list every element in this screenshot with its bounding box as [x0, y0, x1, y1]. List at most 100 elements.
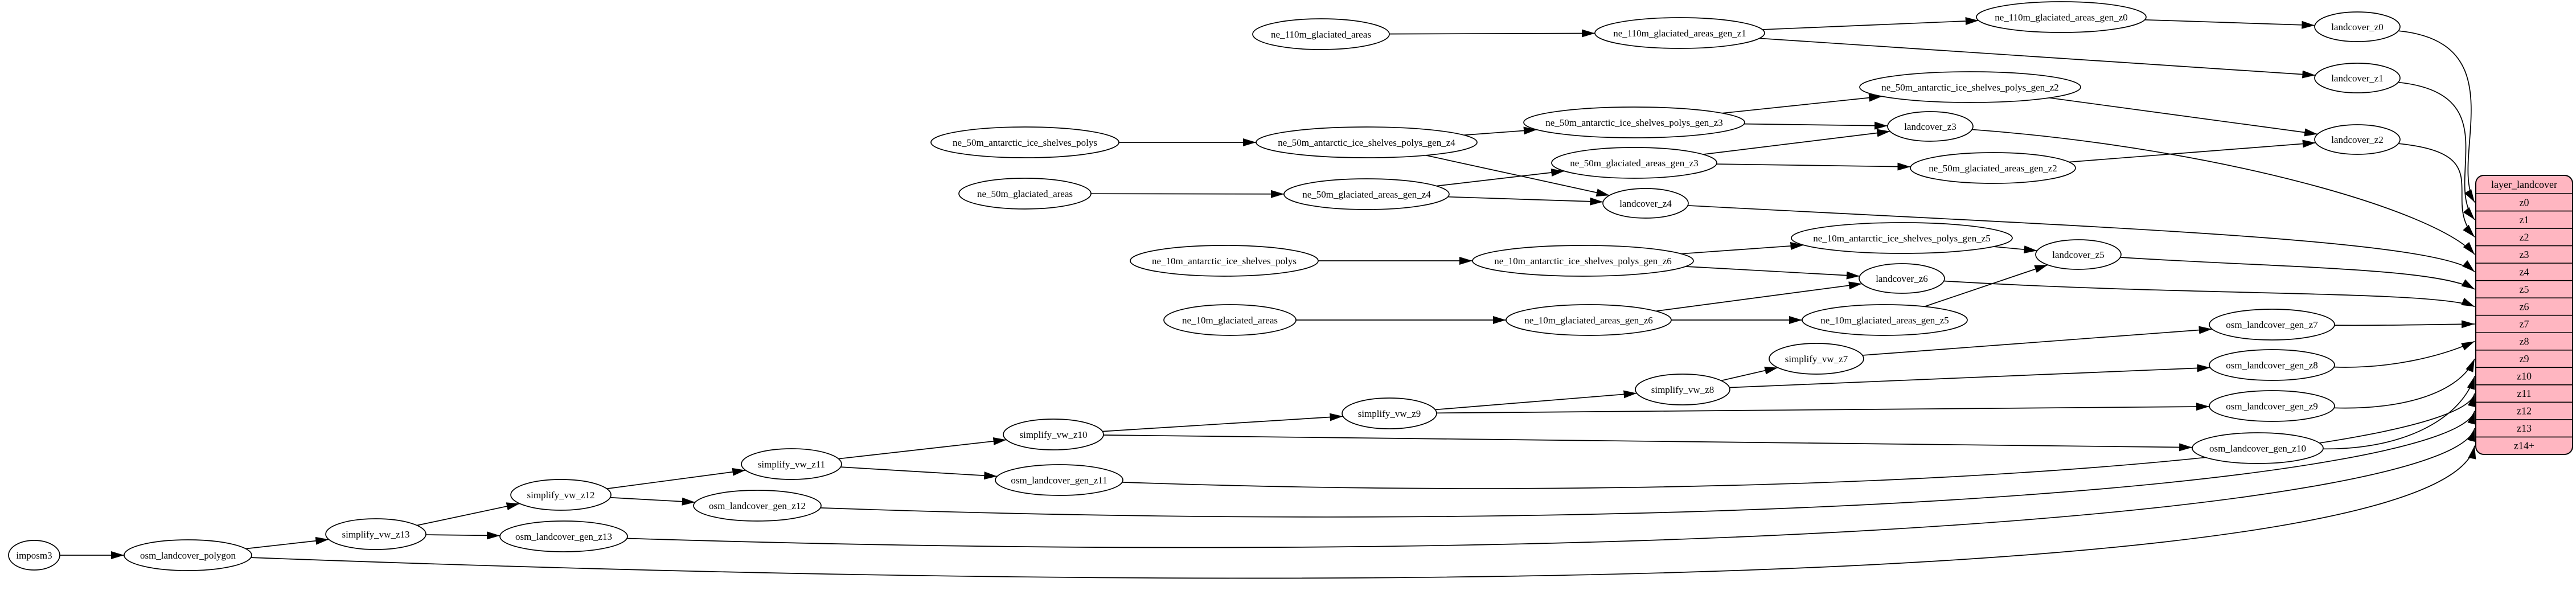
node-simplify_vw_z8: simplify_vw_z8: [1635, 374, 1730, 405]
node-ellipse: [1887, 111, 1974, 142]
node-ellipse: [1163, 304, 1297, 336]
node-ellipse: [995, 464, 1123, 496]
node-label: simplify_vw_z11: [758, 459, 825, 470]
edge-simplify_vw_z13-to-simplify_vw_z12: [417, 502, 520, 526]
node-label: ne_110m_glaciated_areas: [1271, 29, 1371, 40]
node-ellipse: [930, 126, 1119, 158]
node-ne_50m_glaciated_areas_gen_z2: ne_50m_glaciated_areas_gen_z2: [1910, 152, 2076, 184]
table-row-z6: z6: [2520, 301, 2529, 312]
node-ellipse: [1802, 304, 1968, 336]
node-landcover_z1: landcover_z1: [2314, 63, 2401, 93]
node-ne_10m_antarctic_ice_shelves_polys: ne_10m_antarctic_ice_shelves_polys: [1130, 245, 1319, 277]
node-landcover_z4: landcover_z4: [1602, 188, 1689, 219]
edge-ne_10m_glaciated_areas_gen_z6-to-landcover_z6: [1655, 281, 1863, 312]
node-label: ne_10m_antarctic_ice_shelves_polys: [1152, 256, 1297, 266]
edge-landcover_z4-to-z4: [1688, 205, 2475, 273]
node-label: osm_landcover_gen_z11: [1011, 475, 1107, 486]
node-label: ne_110m_glaciated_areas_gen_z0: [1995, 12, 2128, 23]
node-label: ne_50m_glaciated_areas_gen_z3: [1570, 158, 1699, 169]
node-label: ne_10m_glaciated_areas: [1182, 315, 1278, 326]
node-osm_landcover_gen_z12: osm_landcover_gen_z12: [693, 490, 822, 522]
node-ne_10m_glaciated_areas: ne_10m_glaciated_areas: [1163, 304, 1297, 336]
node-simplify_vw_z9: simplify_vw_z9: [1342, 397, 1437, 429]
node-ne_10m_antarctic_ice_shelves_polys_gen_z5: ne_10m_antarctic_ice_shelves_polys_gen_z…: [1791, 222, 2013, 254]
node-osm_landcover_gen_z13: osm_landcover_gen_z13: [499, 520, 628, 552]
table-row-z10: z10: [2517, 371, 2532, 382]
edge-ne_50m_glaciated_areas_gen_z4-to-ne_50m_glaciated_areas_gen_z3: [1436, 169, 1565, 187]
edge-ne_10m_glaciated_areas_gen_z5-to-landcover_z5: [1924, 264, 2048, 307]
edge-simplify_vw_z11-to-osm_landcover_gen_z11: [840, 466, 998, 480]
node-ne_10m_glaciated_areas_gen_z6: ne_10m_glaciated_areas_gen_z6: [1506, 304, 1672, 336]
node-ellipse: [1506, 304, 1672, 336]
node-simplify_vw_z12: simplify_vw_z12: [510, 479, 612, 511]
node-label: landcover_z4: [1619, 198, 1672, 209]
node-label: landcover_z5: [2052, 249, 2105, 260]
node-label: ne_10m_glaciated_areas_gen_z5: [1820, 315, 1949, 326]
edge-simplify_vw_z13-to-osm_landcover_gen_z13: [425, 531, 501, 540]
edge-ne_50m_glaciated_areas_gen_z4-to-landcover_z4: [1447, 196, 1603, 206]
node-ellipse: [1791, 222, 2013, 254]
edge-landcover_z0-to-z0: [2398, 30, 2475, 203]
node-label: ne_50m_antarctic_ice_shelves_polys_gen_z…: [1278, 137, 1455, 148]
edge-ne_110m_glaciated_areas-to-ne_110m_glaciated_areas_gen_z1: [1389, 29, 1595, 38]
node-ellipse: [1635, 374, 1730, 405]
edge-simplify_vw_z11-to-simplify_vw_z10: [838, 437, 1007, 460]
node-label: osm_landcover_gen_z9: [2226, 401, 2317, 412]
edge-osm_landcover_gen_z13-to-z13: [627, 428, 2475, 548]
edge-ne_50m_antarctic_ice_shelves_polys_gen_z2-to-landcover_z2: [2049, 97, 2318, 137]
node-label: osm_landcover_gen_z8: [2226, 360, 2317, 371]
node-label: osm_landcover_gen_z12: [709, 501, 806, 511]
node-osm_landcover_polygon: osm_landcover_polygon: [124, 539, 252, 571]
table-row-z14+: z14+: [2514, 440, 2534, 452]
node-label: imposm3: [16, 550, 52, 561]
node-label: ne_50m_antarctic_ice_shelves_polys: [953, 137, 1097, 148]
node-landcover_z0: landcover_z0: [2314, 11, 2401, 42]
edge-landcover_z5-to-z5: [2120, 256, 2475, 290]
edge-landcover_z1-to-z1: [2398, 81, 2475, 220]
node-simplify_vw_z11: simplify_vw_z11: [741, 448, 842, 480]
edge-ne_10m_antarctic_ice_shelves_polys_gen_z6-to-ne_10m_antarctic_ice_shelves_polys_gen_z5: [1681, 241, 1804, 255]
edge-osm_landcover_gen_z9-to-z9: [2334, 358, 2475, 409]
node-landcover_z3: landcover_z3: [1887, 111, 1974, 142]
node-ellipse: [1252, 18, 1390, 50]
node-ne_110m_glaciated_areas_gen_z1: ne_110m_glaciated_areas_gen_z1: [1594, 17, 1765, 49]
node-ellipse: [2209, 390, 2335, 422]
node-ellipse: [1003, 419, 1104, 450]
node-osm_landcover_gen_z8: osm_landcover_gen_z8: [2209, 349, 2335, 381]
edge-simplify_vw_z10-to-simplify_vw_z9: [1102, 413, 1343, 432]
node-ellipse: [2314, 63, 2401, 93]
edge-ne_50m_glaciated_areas_gen_z2-to-landcover_z2: [2069, 140, 2316, 163]
node-ne_50m_antarctic_ice_shelves_polys: ne_50m_antarctic_ice_shelves_polys: [930, 126, 1119, 158]
node-ellipse: [1976, 1, 2147, 33]
table-row-z5: z5: [2520, 284, 2529, 295]
node-ne_10m_glaciated_areas_gen_z5: ne_10m_glaciated_areas_gen_z5: [1802, 304, 1968, 336]
node-label: ne_50m_antarctic_ice_shelves_polys_gen_z…: [1545, 117, 1723, 128]
node-label: simplify_vw_z7: [1785, 354, 1848, 364]
node-ellipse: [1594, 17, 1765, 49]
node-ne_50m_antarctic_ice_shelves_polys_gen_z2: ne_50m_antarctic_ice_shelves_polys_gen_z…: [1859, 71, 2081, 103]
node-label: ne_10m_antarctic_ice_shelves_polys_gen_z…: [1813, 233, 1991, 244]
table-row-z13: z13: [2517, 423, 2532, 434]
node-ellipse: [8, 540, 60, 571]
edge-ne_10m_antarctic_ice_shelves_polys_gen_z5-to-landcover_z5: [1993, 245, 2037, 254]
node-simplify_vw_z13: simplify_vw_z13: [325, 518, 426, 550]
table-row-z7: z7: [2520, 318, 2529, 330]
node-label: simplify_vw_z13: [342, 529, 410, 540]
node-ne_50m_antarctic_ice_shelves_polys_gen_z4: ne_50m_antarctic_ice_shelves_polys_gen_z…: [1256, 126, 1478, 158]
edge-simplify_vw_z7-to-osm_landcover_gen_z7: [1862, 326, 2212, 356]
node-ellipse: [1256, 126, 1478, 158]
edge-landcover_z2-to-z2: [2398, 143, 2475, 237]
edge-ne_110m_glaciated_areas_gen_z1-to-landcover_z1: [1759, 38, 2316, 79]
node-ellipse: [2209, 349, 2335, 381]
edge-ne_50m_antarctic_ice_shelves_polys_gen_z3-to-ne_50m_antarctic_ice_shelves_polys_gen_z2: [1722, 93, 1882, 114]
edge-landcover_z3-to-z3: [1972, 129, 2475, 255]
node-ellipse: [499, 520, 628, 552]
node-ellipse: [1342, 397, 1437, 429]
node-label: simplify_vw_z10: [1020, 429, 1088, 440]
node-simplify_vw_z7: simplify_vw_z7: [1769, 343, 1864, 375]
node-label: ne_50m_glaciated_areas: [977, 188, 1073, 199]
edge-simplify_vw_z9-to-simplify_vw_z8: [1435, 390, 1637, 411]
node-ellipse: [958, 178, 1092, 210]
table-row-z1: z1: [2520, 214, 2529, 225]
